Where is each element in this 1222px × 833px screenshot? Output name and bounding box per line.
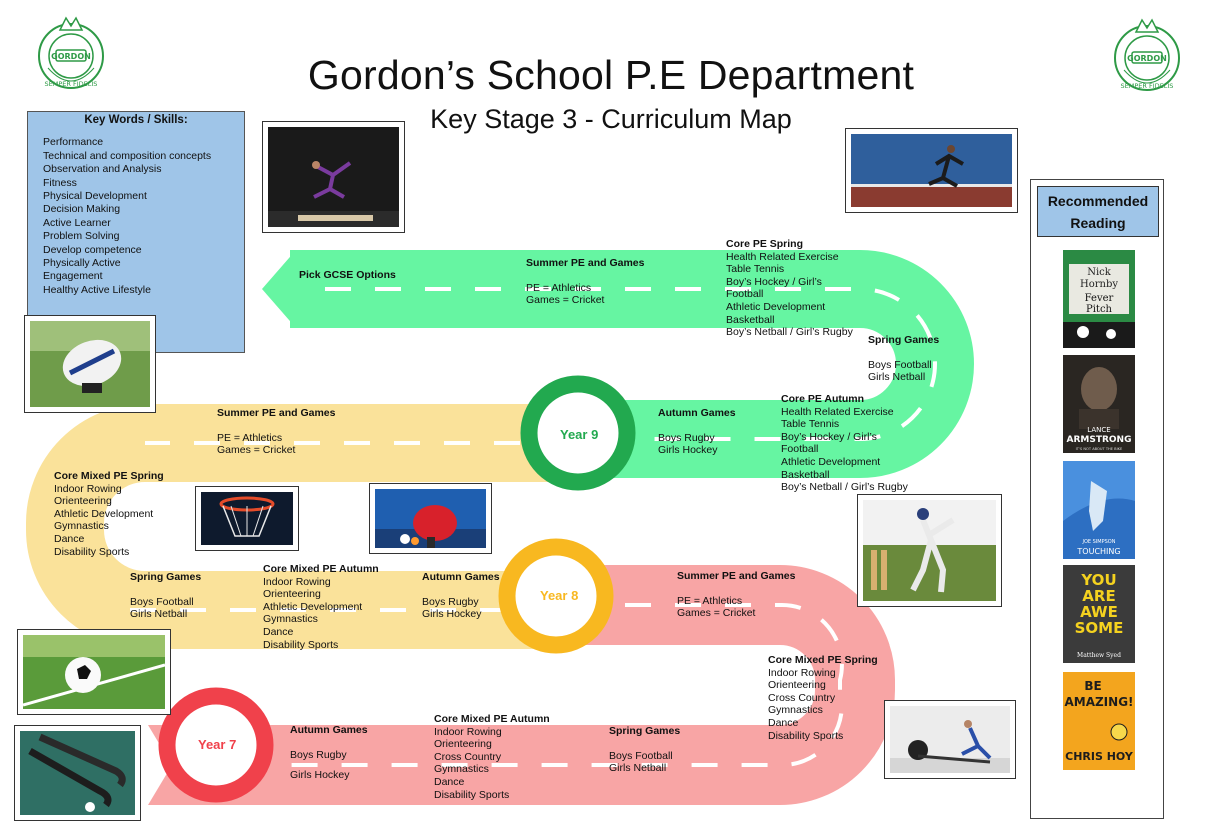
gymnast-photo — [262, 121, 405, 233]
rowing-machine-photo — [884, 700, 1016, 779]
keyword-item: Technical and composition concepts — [43, 149, 212, 162]
touching-cover[interactable]: JOE SIMPSON TOUCHING — [1063, 461, 1135, 559]
svg-text:ARMSTRONG: ARMSTRONG — [1067, 435, 1132, 445]
keyword-item: Problem Solving — [43, 230, 120, 243]
green-road-arrow — [262, 250, 296, 328]
yellow-road — [26, 404, 580, 649]
svg-text:SEMPER FIDELIS: SEMPER FIDELIS — [1121, 82, 1174, 90]
basketball-hoop-photo — [195, 486, 299, 551]
football-photo — [17, 629, 171, 715]
keyword-item: Decision Making — [43, 203, 121, 216]
svg-text:CHRIS HOY: CHRIS HOY — [1065, 750, 1134, 763]
svg-text:ARE: ARE — [1082, 587, 1115, 605]
svg-text:YOU: YOU — [1080, 571, 1116, 589]
key-words-panel: Key Words / Skills: Performance Technica… — [27, 111, 245, 353]
year-8-label: Year 8 — [540, 588, 579, 603]
svg-text:SOME: SOME — [1075, 619, 1124, 637]
table-tennis-photo — [369, 483, 492, 554]
keyword-item: Active Learner — [43, 216, 111, 229]
svg-text:Fever: Fever — [1085, 293, 1114, 304]
school-crest-logo-left: GORDON SEMPER FIDELIS — [38, 16, 104, 89]
svg-text:AMAZING!: AMAZING! — [1064, 695, 1133, 709]
year9-ring — [520, 375, 636, 491]
year8-ring — [498, 538, 614, 654]
svg-text:Pitch: Pitch — [1086, 304, 1113, 315]
you-are-awesome-cover[interactable]: YOU ARE AWE SOME Matthew Syed — [1063, 565, 1135, 663]
keyword-item: Engagement — [43, 270, 103, 283]
svg-text:SEMPER FIDELIS: SEMPER FIDELIS — [45, 80, 98, 88]
keyword-item: Fitness — [43, 176, 77, 189]
svg-text:Nick: Nick — [1087, 267, 1112, 278]
keyword-item: Develop competence — [43, 243, 142, 256]
school-crest-logo-right: GORDON SEMPER FIDELIS — [1114, 18, 1180, 91]
svg-text:Matthew Syed: Matthew Syed — [1077, 652, 1121, 659]
hockey-sticks-photo — [14, 725, 141, 821]
keyword-item: Performance — [43, 136, 104, 149]
sprinter-photo — [845, 128, 1018, 213]
recommended-reading-panel: Recommended Reading Nick Hornby Fever Pi… — [1030, 179, 1164, 819]
cricket-batter-photo — [857, 494, 1002, 607]
key-words-heading: Key Words / Skills: — [84, 114, 188, 126]
year-9-label: Year 9 — [560, 427, 599, 442]
be-amazing-cover[interactable]: BE AMAZING! CHRIS HOY — [1063, 672, 1135, 770]
svg-text:BE: BE — [1084, 679, 1101, 693]
pick-gcse-options-label: Pick GCSE Options — [299, 269, 396, 281]
recommended-reading-title: Recommended Reading — [1037, 186, 1159, 237]
keyword-item: Physical Development — [43, 190, 147, 203]
year-7-label: Year 7 — [198, 737, 237, 752]
svg-text:AWE: AWE — [1080, 603, 1118, 621]
page-subtitle: Key Stage 3 - Curriculum Map — [430, 104, 792, 134]
svg-text:GORDON: GORDON — [51, 52, 91, 61]
fever-pitch-cover[interactable]: Nick Hornby Fever Pitch — [1063, 250, 1135, 348]
svg-text:JOE SIMPSON: JOE SIMPSON — [1082, 539, 1116, 545]
rugby-ball-photo — [24, 315, 156, 413]
svg-text:Hornby: Hornby — [1080, 279, 1118, 290]
keyword-item: Physically Active — [43, 257, 121, 270]
page-title: Gordon’s School P.E Department — [307, 52, 915, 98]
year7-ring — [158, 687, 274, 803]
keyword-item: Healthy Active Lifestyle — [43, 283, 151, 296]
svg-text:IT'S NOT ABOUT THE BIKE: IT'S NOT ABOUT THE BIKE — [1076, 447, 1123, 451]
svg-text:GORDON: GORDON — [1127, 54, 1167, 63]
svg-text:LANCE: LANCE — [1087, 426, 1110, 434]
lance-armstrong-cover[interactable]: LANCE ARMSTRONG IT'S NOT ABOUT THE BIKE — [1063, 355, 1135, 453]
keyword-item: Observation and Analysis — [43, 163, 162, 176]
svg-text:TOUCHING: TOUCHING — [1076, 547, 1120, 556]
